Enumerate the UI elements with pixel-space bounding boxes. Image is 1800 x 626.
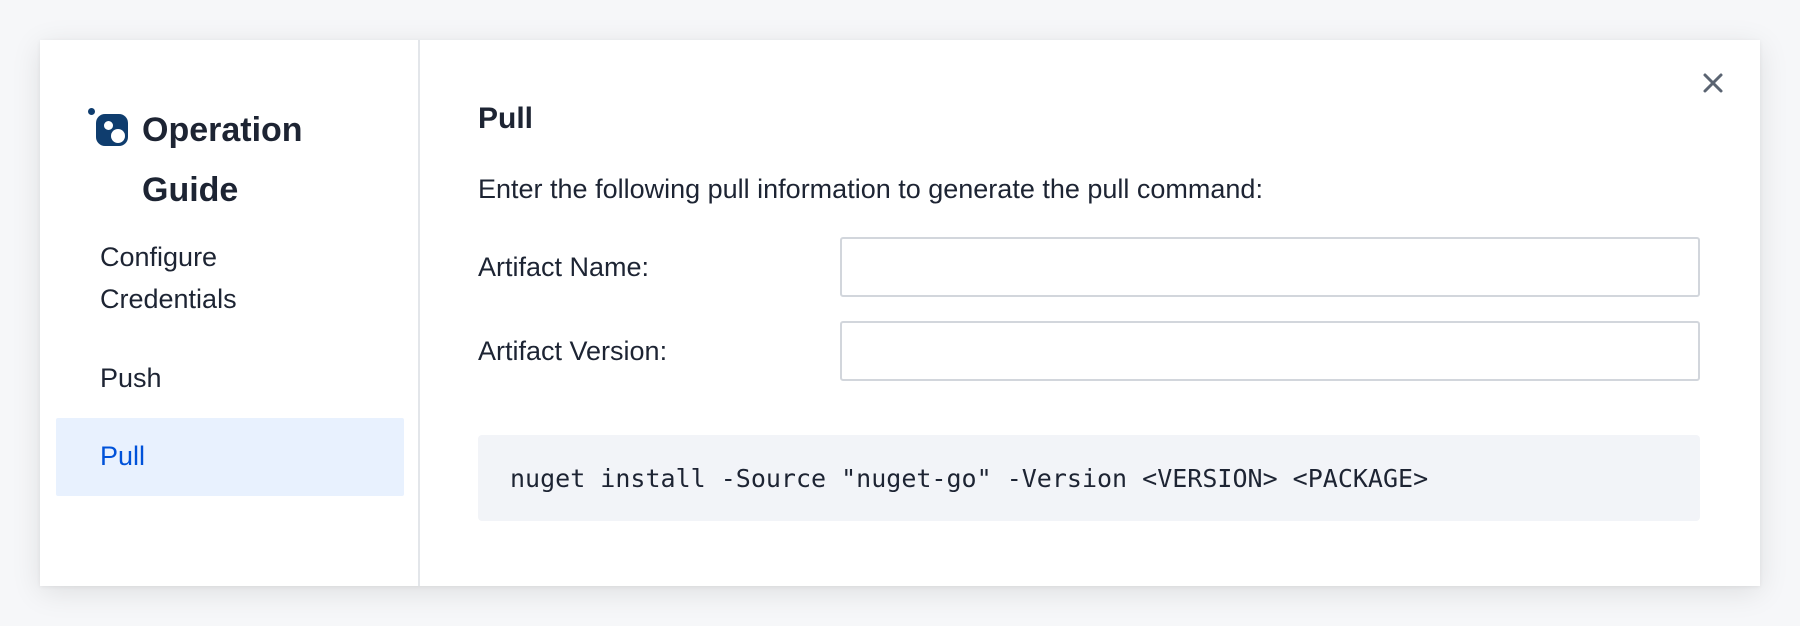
operation-guide-dialog: Operation Guide Configure Credentials Pu… bbox=[40, 40, 1760, 586]
artifact-name-row: Artifact Name: bbox=[478, 237, 1700, 297]
main-content: Pull Enter the following pull informatio… bbox=[420, 40, 1760, 586]
sidebar-item-configure-credentials[interactable]: Configure Credentials bbox=[56, 236, 404, 340]
sidebar-header: Operation Guide bbox=[88, 100, 332, 220]
sidebar-title: Operation Guide bbox=[142, 111, 303, 209]
artifact-name-label: Artifact Name: bbox=[478, 251, 650, 282]
sidebar-item-push[interactable]: Push bbox=[56, 340, 404, 418]
registry-logo-icon bbox=[88, 108, 128, 152]
artifact-name-input[interactable] bbox=[840, 237, 1700, 297]
artifact-version-row: Artifact Version: bbox=[478, 321, 1700, 381]
section-title: Pull bbox=[478, 102, 534, 135]
sidebar: Operation Guide Configure Credentials Pu… bbox=[40, 40, 420, 586]
artifact-version-input[interactable] bbox=[840, 321, 1700, 381]
sidebar-item-label: Configure Credentials bbox=[100, 242, 237, 314]
instruction-text: Enter the following pull information to … bbox=[478, 174, 1263, 204]
pull-command-code[interactable]: nuget install -Source "nuget-go" -Versio… bbox=[478, 435, 1700, 521]
close-icon[interactable] bbox=[1696, 66, 1730, 100]
sidebar-item-label: Pull bbox=[100, 441, 146, 471]
sidebar-item-pull[interactable]: Pull bbox=[56, 418, 404, 496]
sidebar-nav: Configure Credentials Push Pull bbox=[56, 236, 404, 496]
artifact-version-label: Artifact Version: bbox=[478, 335, 668, 366]
sidebar-item-label: Push bbox=[100, 363, 162, 393]
